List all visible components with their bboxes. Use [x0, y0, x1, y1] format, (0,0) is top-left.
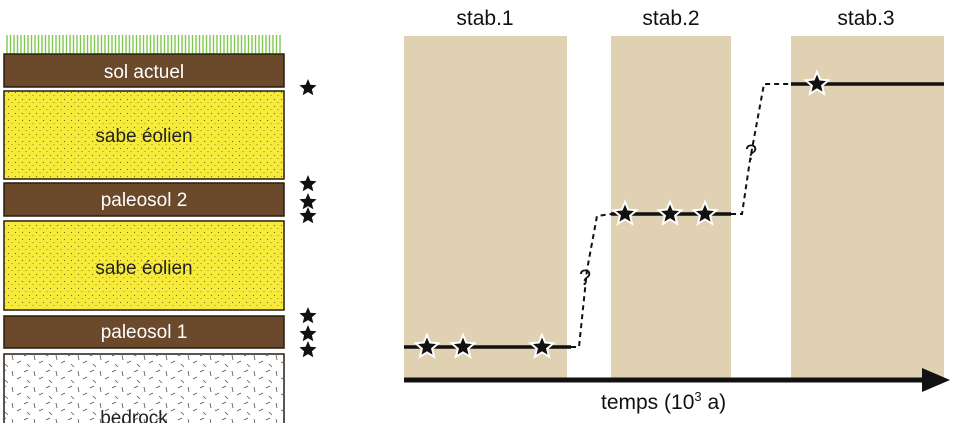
timeline-stars — [413, 69, 831, 359]
layer-paleosol-1: paleosol 1 — [3, 315, 285, 349]
period-label-stab-2: stab.2 — [642, 7, 699, 30]
layer-box — [3, 315, 285, 349]
axis-label-suffix: a) — [702, 391, 727, 414]
layer-label: sabe éolien — [95, 126, 192, 147]
layer-box — [3, 182, 285, 217]
bedrock-texture — [5, 355, 283, 423]
layer-label: paleosol 2 — [101, 190, 188, 211]
time-axis: temps (103 a) — [404, 368, 950, 414]
period-band-stab-3 — [791, 36, 944, 380]
sample-star-icon — [299, 175, 317, 192]
layer-label: paleosol 1 — [101, 322, 188, 343]
uncertain-marker: ? — [745, 140, 757, 165]
layer-sand-upper: sabe éolien — [3, 90, 285, 180]
transition-dashed-1 — [571, 213, 612, 348]
transition-dashed-2 — [731, 83, 791, 215]
axis-label-main: temps (10 — [601, 391, 694, 414]
layer-bedrock: bedrock — [3, 353, 285, 423]
layer-label: bedrock — [100, 408, 168, 423]
period-label-stab-1: stab.1 — [456, 7, 513, 30]
sample-star-icon — [299, 79, 317, 96]
layer-label: sabe éolien — [95, 258, 192, 279]
axis-label-superscript: 3 — [694, 389, 701, 404]
time-axis-arrowhead — [922, 368, 950, 392]
layer-box — [3, 53, 285, 88]
time-axis-label: temps (103 a) — [601, 389, 726, 414]
sample-star-icon — [299, 307, 317, 324]
sand-texture — [4, 91, 284, 179]
sample-star-icon — [656, 199, 684, 226]
sample-star-icon — [299, 325, 317, 342]
sample-star-icon — [413, 332, 441, 359]
sample-star-icon — [299, 341, 317, 358]
grass-fringe — [6, 35, 281, 53]
layer-paleosol-2: paleosol 2 — [3, 182, 285, 217]
sample-star-icon — [449, 332, 477, 359]
stability-periods: stab.1 stab.2 stab.3 — [404, 7, 944, 380]
sample-star-icon — [803, 69, 831, 96]
period-label-stab-3: stab.3 — [837, 7, 894, 30]
sample-star-icon — [611, 199, 639, 226]
layer-sol-actuel: sol actuel — [3, 53, 285, 88]
sample-star-icon — [528, 332, 556, 359]
layer-label: sol actuel — [104, 62, 184, 83]
uncertain-marker: ? — [579, 265, 591, 290]
sand-texture — [4, 221, 284, 310]
period-band-stab-1 — [404, 36, 567, 380]
column-stars — [299, 79, 317, 358]
layer-sand-lower: sabe éolien — [3, 220, 285, 311]
sample-star-icon — [299, 207, 317, 224]
sample-star-icon — [299, 193, 317, 210]
sample-star-icon — [691, 199, 719, 226]
